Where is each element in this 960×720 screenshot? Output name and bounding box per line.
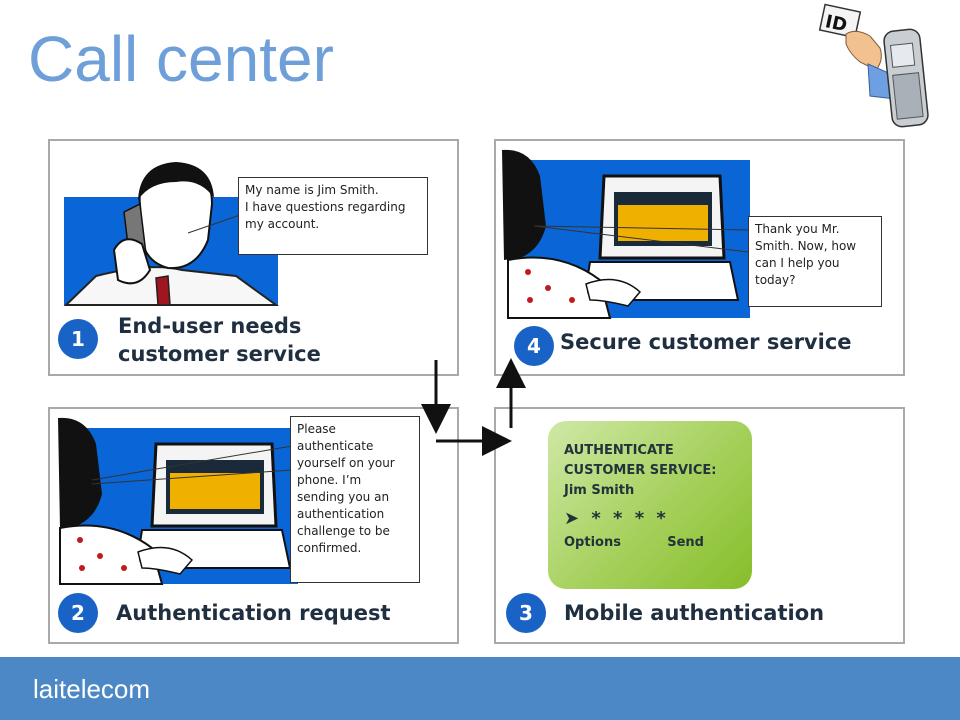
pin-entry-field[interactable]: ➤ * * * * [564,509,736,529]
speech-bubble-step-2: Please authenticate yourself on your pho… [290,416,420,583]
bubble-line: yourself on your [297,456,395,470]
bubble-line: authentication [297,507,385,521]
caption-step-4: Secure customer service [560,330,852,354]
caption-line: End-user needs [118,314,302,338]
send-softkey[interactable]: Send [667,535,704,550]
speech-bubble-step-4: Thank you Mr. Smith. Now, how can I help… [748,216,882,307]
bubble-line: sending you an [297,490,390,504]
id-phone-clipart: ID [818,3,929,128]
pin-stars: * * * * [591,508,669,529]
bubble-line: Smith. Now, how [755,239,857,253]
caption-step-1: End-user needs customer service [118,312,321,368]
step-number-1: 1 [58,319,98,359]
bubble-line: Thank you Mr. [755,222,840,236]
bubble-line: today? [755,273,796,287]
bubble-line: phone. I’m [297,473,362,487]
bubble-line: confirmed. [297,541,362,555]
bubble-line: authenticate [297,439,374,453]
bubble-line: can I help you [755,256,840,270]
id-card-text: ID [823,11,849,36]
screen-line: CUSTOMER SERVICE: [564,463,717,478]
page-title: Call center [28,23,334,95]
caption-line: customer service [118,342,321,366]
caption-step-3: Mobile authentication [564,601,825,625]
bubble-line: Please [297,422,336,436]
options-softkey[interactable]: Options [564,535,621,550]
mobile-phone-icon [883,28,929,128]
bubble-line: my account. [245,217,320,231]
footer-bar [0,657,960,720]
phone-auth-screen: AUTHENTICATE CUSTOMER SERVICE: Jim Smith… [548,421,752,589]
screen-line: AUTHENTICATE [564,443,674,458]
bubble-line: I have questions regarding [245,200,406,214]
company-logo: laitelecom [33,674,151,704]
arrow-bullet-icon: ➤ [564,508,583,529]
caption-step-2: Authentication request [116,601,391,625]
step-number-3: 3 [506,593,546,633]
step-number-2: 2 [58,593,98,633]
bubble-line: challenge to be [297,524,390,538]
bubble-line: My name is Jim Smith. [245,183,379,197]
speech-bubble-step-1: My name is Jim Smith. I have questions r… [238,177,428,255]
screen-line: Jim Smith [564,483,635,498]
id-card-icon: ID [818,3,862,39]
